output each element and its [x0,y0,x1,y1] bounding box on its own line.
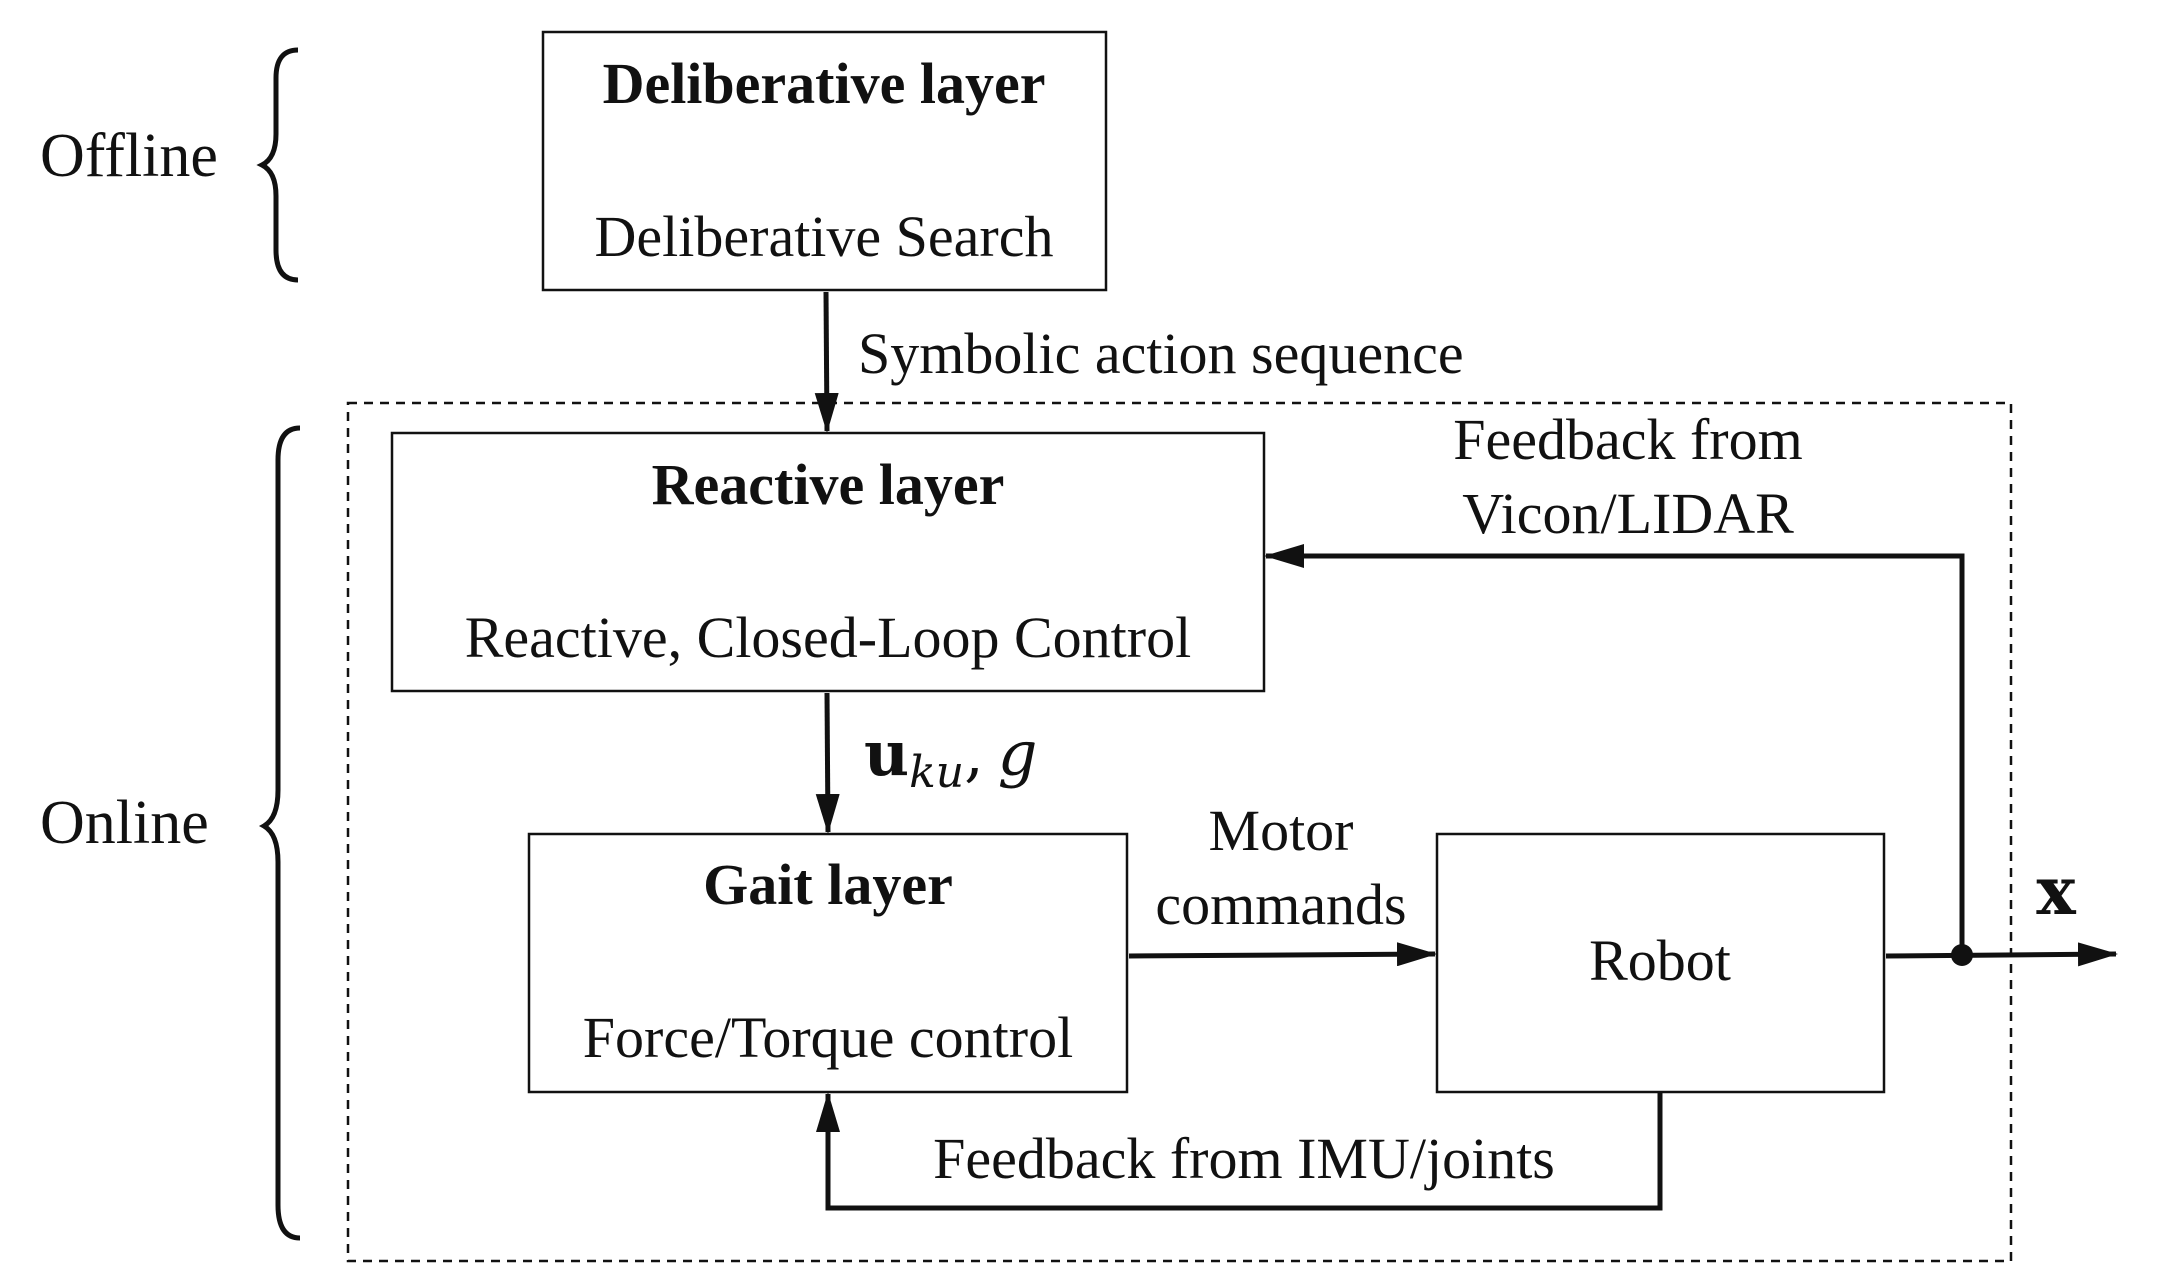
offline-brace [256,47,299,283]
robot-label: Robot [1589,928,1731,993]
feedback-imu-arrow [816,1092,1663,1211]
online-region-frame [346,401,2013,1263]
offline-label: Offline [40,122,218,190]
reactive-layer-block: Reactive layer Reactive, Closed-Loop Con… [390,431,1266,693]
motor-commands-arrow [1128,942,1437,967]
deliberative-layer-title: Deliberative layer [603,51,1046,116]
feedback-vicon-label-line2: Vicon/LIDAR [1462,481,1794,546]
motor-commands-label-line2: commands [1155,872,1406,937]
gait-layer-block: Gait layer Force/Torque control [527,832,1129,1094]
feedback-imu-label: Feedback from IMU/joints [933,1126,1555,1191]
symbolic-sequence-arrow [814,291,839,433]
deliberative-layer-subtitle: Deliberative Search [595,204,1054,269]
feedback-vicon-label-line1: Feedback from [1453,407,1802,472]
robot-block: Robot [1435,832,1886,1094]
symbolic-sequence-label: Symbolic action sequence [858,321,1464,386]
online-brace [258,425,301,1241]
online-label: Online [40,789,209,857]
gait-layer-title: Gait layer [703,852,953,917]
state-output-arrow [1885,942,2118,967]
gait-layer-subtitle: Force/Torque control [583,1005,1073,1070]
deliberative-layer-block: Deliberative layer Deliberative Search [541,30,1108,292]
reactive-layer-title: Reactive layer [652,452,1005,517]
control-signal-label: uku,g [864,717,1038,798]
feedback-vicon-arrow [1264,544,1965,955]
reactive-layer-subtitle: Reactive, Closed-Loop Control [465,605,1191,670]
motor-commands-label-line1: Motor [1209,798,1354,863]
state-output-label: x [2036,852,2076,930]
control-signal-arrow [815,692,840,834]
